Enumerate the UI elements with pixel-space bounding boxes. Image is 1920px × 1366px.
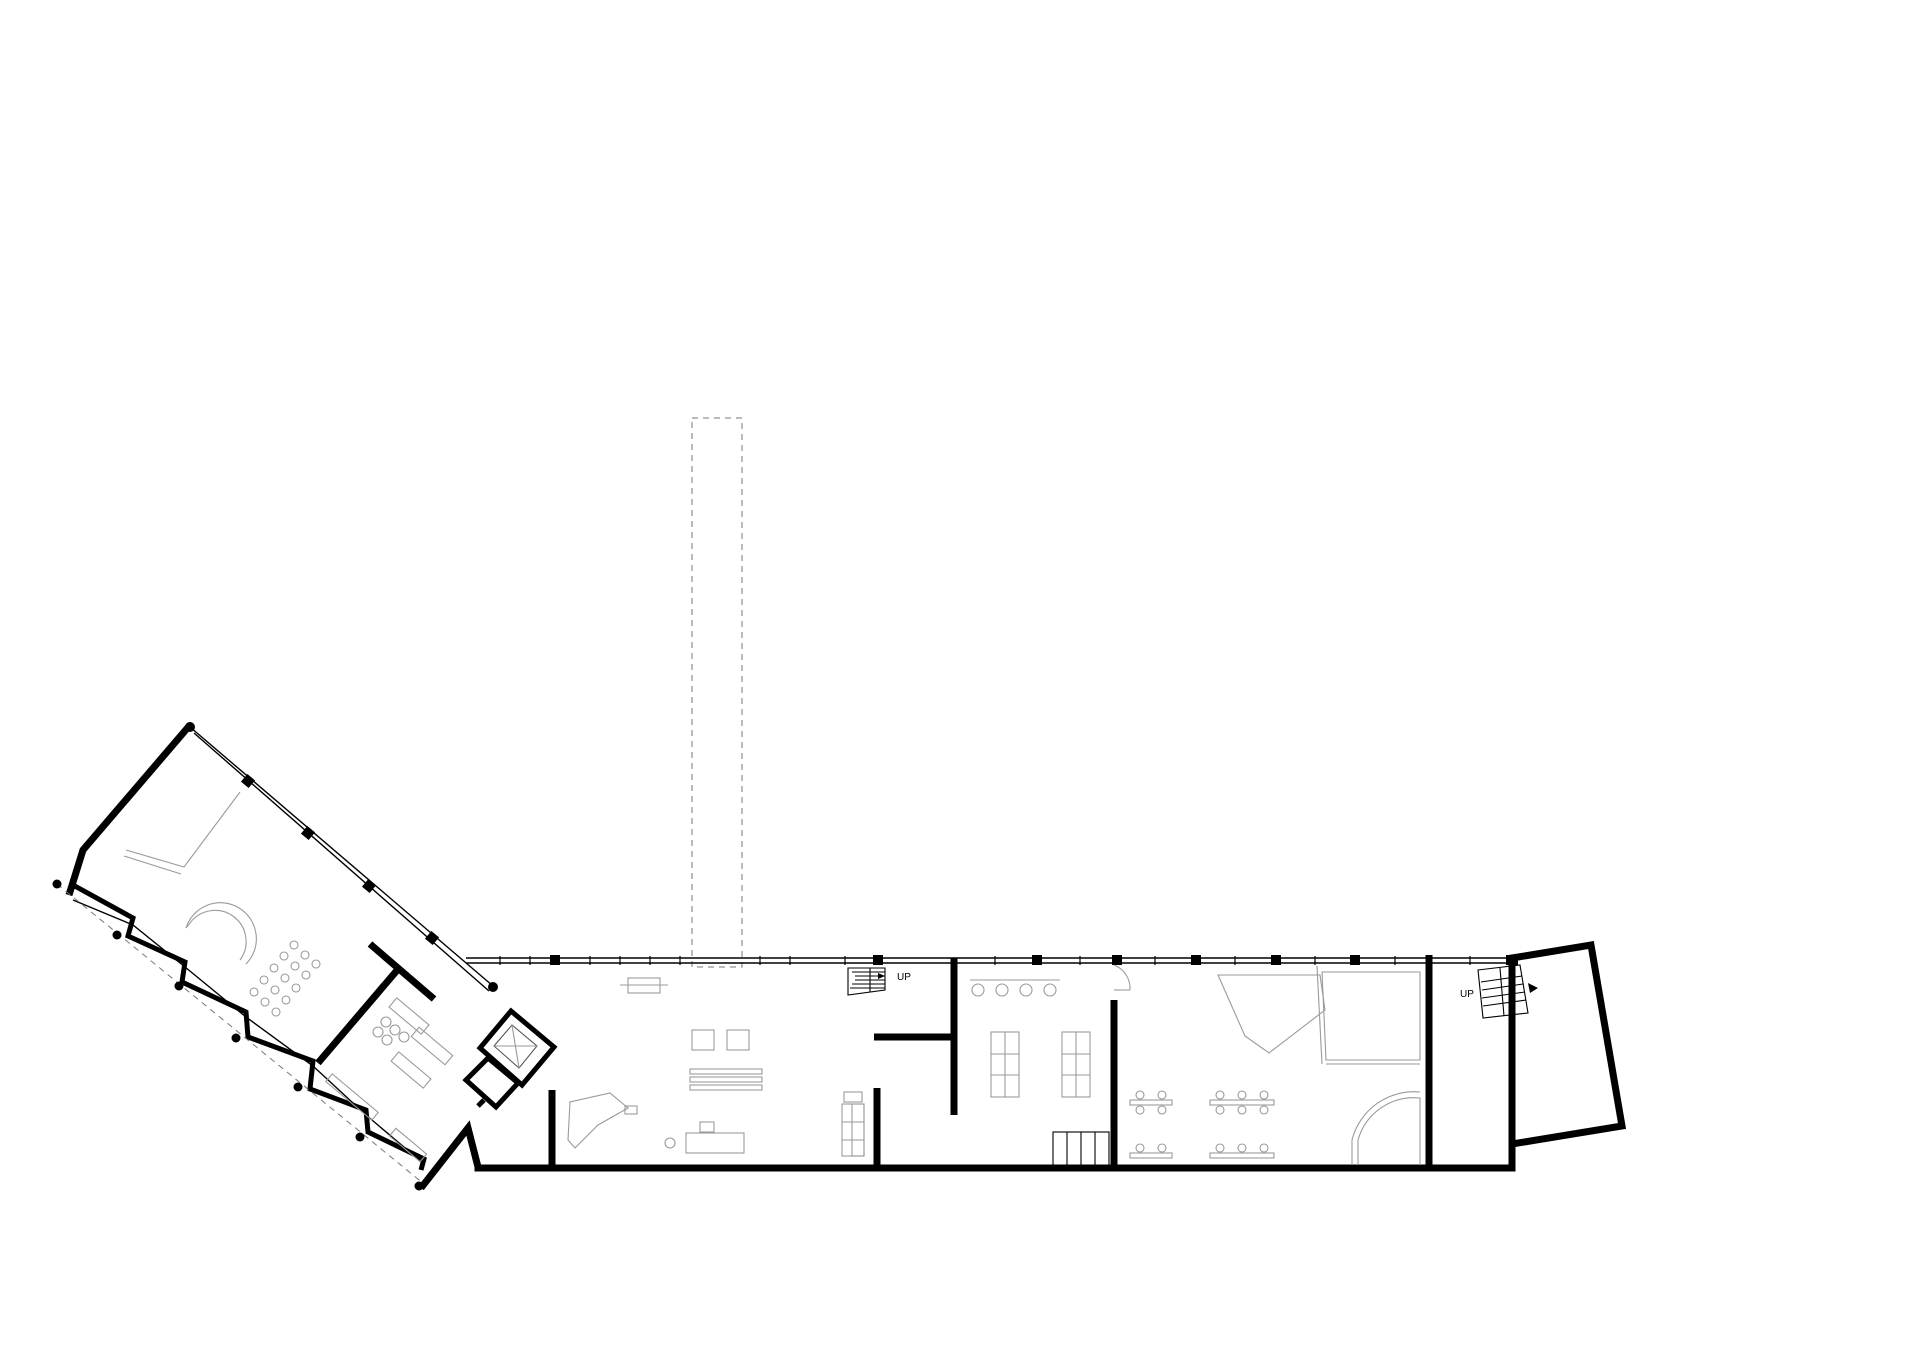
left-wing-glazing-ne	[189, 726, 494, 987]
left-wing-stepped-facade	[66, 881, 427, 1171]
dashed-projection-chimney	[691, 417, 743, 968]
left-wing-outer-wall-north	[65, 722, 193, 897]
left-wing-interior-wall-b	[315, 965, 402, 1066]
left-wing-furniture	[123, 791, 454, 1163]
room-2-furniture	[970, 964, 1131, 1167]
left-wing-core	[462, 1007, 558, 1111]
left-wing-glazing-ne-inner	[193, 732, 490, 992]
left-wing	[52, 722, 558, 1191]
room-3-furniture	[1129, 965, 1421, 1165]
left-wing-south-wall	[418, 1120, 482, 1191]
stair-left-label: UP	[897, 972, 911, 983]
stair-left: UP	[847, 967, 911, 996]
left-wing-columns	[185, 722, 498, 992]
main-building: UP UP	[466, 940, 1627, 1172]
main-north-mullions	[499, 956, 1471, 965]
left-wing-interior-wall-a	[367, 941, 437, 1002]
stair-right-label: UP	[1460, 989, 1474, 1000]
room-1-furniture	[567, 977, 865, 1157]
main-south-wall	[474, 1144, 1516, 1172]
left-wing-dashed-edge	[56, 883, 425, 1185]
stair-right: UP	[1460, 964, 1538, 1019]
right-tower-wall	[1508, 940, 1627, 1149]
